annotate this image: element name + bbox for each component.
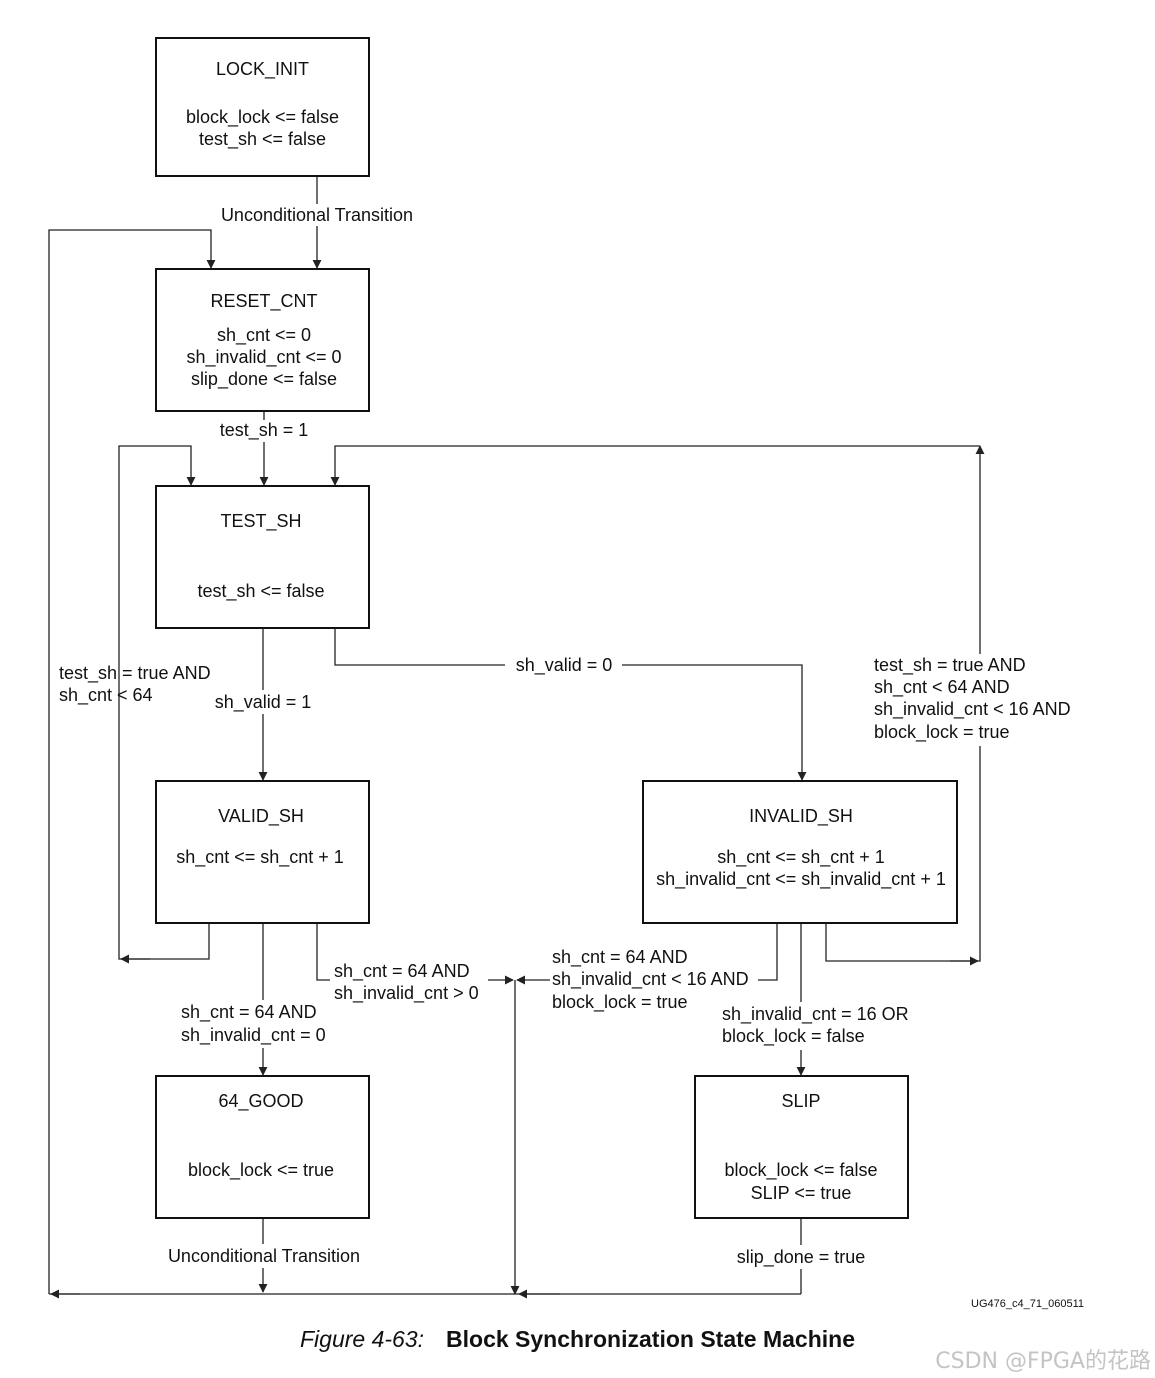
label-invalid-loop-line1: test_sh = true AND xyxy=(874,655,1026,676)
label-test-to-valid: sh_valid = 1 xyxy=(215,692,312,713)
state-action: sh_cnt <= sh_cnt + 1 xyxy=(717,847,885,868)
label-invalid-to-reset-line1: sh_cnt = 64 AND xyxy=(552,947,688,968)
figure-id: UG476_c4_71_060511 xyxy=(971,1298,1084,1310)
caption-title: Block Synchronization State Machine xyxy=(446,1326,855,1352)
state-box xyxy=(155,37,370,177)
label-test-to-invalid: sh_valid = 0 xyxy=(516,655,613,676)
label-valid-to-good-line2: sh_invalid_cnt = 0 xyxy=(181,1025,326,1046)
transition-labels: Unconditional Transition test_sh = 1 tes… xyxy=(59,205,1071,1268)
label-invalid-to-slip-line2: block_lock = false xyxy=(722,1026,865,1047)
caption-label: Figure 4-63: xyxy=(300,1326,425,1352)
state-slip: SLIP block_lock <= false SLIP <= true xyxy=(694,1075,909,1219)
state-action: slip_done <= false xyxy=(191,369,337,390)
label-good-to-reset: Unconditional Transition xyxy=(168,1246,360,1266)
state-valid-sh: VALID_SH sh_cnt <= sh_cnt + 1 xyxy=(155,780,370,924)
state-title: RESET_CNT xyxy=(210,291,317,312)
state-machine-diagram: LOCK_INIT block_lock <= false test_sh <=… xyxy=(48,37,1084,1310)
figure-caption: Figure 4-63: Block Synchronization State … xyxy=(0,1326,1155,1353)
label-invalid-loop-line3: sh_invalid_cnt < 16 AND xyxy=(874,699,1071,720)
state-action: block_lock <= true xyxy=(188,1160,334,1181)
label-invalid-to-reset-line3: block_lock = true xyxy=(552,992,688,1013)
state-box xyxy=(642,780,958,924)
state-title: 64_GOOD xyxy=(218,1091,303,1112)
state-box xyxy=(155,485,370,629)
label-invalid-to-slip-line1: sh_invalid_cnt = 16 OR xyxy=(722,1004,909,1025)
wire-valid-loop xyxy=(118,445,210,960)
state-action: sh_invalid_cnt <= sh_invalid_cnt + 1 xyxy=(656,869,946,890)
wire-invalid-loop xyxy=(825,446,980,962)
wire-test-to-invalid xyxy=(334,629,802,780)
state-action: sh_cnt <= 0 xyxy=(217,325,311,346)
state-title: SLIP xyxy=(781,1091,820,1111)
state-box xyxy=(155,1075,370,1219)
label-valid-loop-line1: test_sh = true AND xyxy=(59,663,211,684)
state-title: LOCK_INIT xyxy=(216,59,309,80)
label-invalid-to-reset-line2: sh_invalid_cnt < 16 AND xyxy=(552,969,749,990)
label-reset-to-test: test_sh = 1 xyxy=(220,420,309,441)
state-64-good: 64_GOOD block_lock <= true xyxy=(155,1075,370,1219)
state-box xyxy=(155,780,370,924)
label-valid-to-good-line1: sh_cnt = 64 AND xyxy=(181,1002,317,1023)
state-action: test_sh <= false xyxy=(197,581,324,602)
label-valid-loop-line2: sh_cnt < 64 xyxy=(59,685,153,706)
state-test-sh: TEST_SH test_sh <= false xyxy=(155,485,370,629)
state-action: sh_cnt <= sh_cnt + 1 xyxy=(176,847,344,868)
state-lock-init: LOCK_INIT block_lock <= false test_sh <=… xyxy=(155,37,370,177)
label-slip-to-reset: slip_done = true xyxy=(737,1247,866,1268)
label-invalid-loop-line2: sh_cnt < 64 AND xyxy=(874,677,1010,698)
wire-invalid-to-reset xyxy=(517,924,778,980)
transition-lines xyxy=(48,176,980,1294)
state-action: test_sh <= false xyxy=(199,129,326,150)
state-action: block_lock <= false xyxy=(186,107,339,128)
watermark: CSDN @FPGA的花路 xyxy=(935,1349,1151,1374)
state-box xyxy=(694,1075,909,1219)
wire-return-loop xyxy=(48,229,216,1294)
state-title: TEST_SH xyxy=(220,511,301,532)
label-valid-to-reset-line1: sh_cnt = 64 AND xyxy=(334,961,470,982)
label-invalid-loop-line4: block_lock = true xyxy=(874,722,1010,743)
state-action: SLIP <= true xyxy=(751,1183,852,1203)
state-box xyxy=(155,268,370,412)
label-init-to-reset: Unconditional Transition xyxy=(221,205,413,225)
label-valid-to-reset-line2: sh_invalid_cnt > 0 xyxy=(334,983,479,1004)
wire-invalid-loop-top xyxy=(330,445,980,486)
state-invalid-sh: INVALID_SH sh_cnt <= sh_cnt + 1 sh_inval… xyxy=(642,780,958,924)
state-title: INVALID_SH xyxy=(749,806,853,827)
state-reset-cnt: RESET_CNT sh_cnt <= 0 sh_invalid_cnt <= … xyxy=(155,268,370,412)
state-action: block_lock <= false xyxy=(724,1160,877,1181)
state-title: VALID_SH xyxy=(218,806,304,827)
state-action: sh_invalid_cnt <= 0 xyxy=(186,347,341,368)
